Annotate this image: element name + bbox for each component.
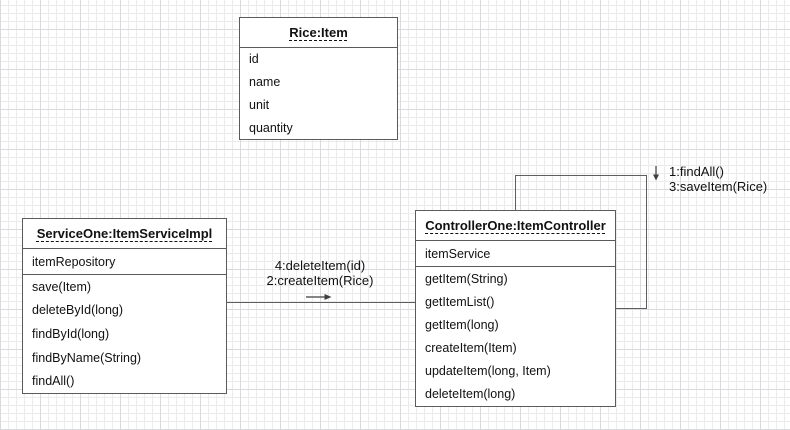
right-arrow-icon — [306, 292, 332, 302]
attribute-row[interactable]: name — [249, 75, 281, 90]
class-title-text: ServiceOne:ItemServiceImpl — [36, 226, 213, 241]
edge-label-service-to-controller[interactable]: 4:deleteItem(id) 2:createItem(Rice) — [230, 258, 410, 288]
edge-label-line: 3:saveItem(Rice) — [669, 179, 768, 194]
edge-self-loop-segment-top[interactable] — [515, 175, 647, 176]
down-arrow-icon — [651, 166, 661, 181]
attribute-row[interactable]: id — [249, 52, 259, 67]
class-title-rice-item[interactable]: Rice:Item — [240, 18, 397, 48]
class-box-service-one[interactable]: ServiceOne:ItemServiceImpl itemRepositor… — [22, 218, 227, 394]
method-row[interactable]: getItem(String) — [425, 271, 508, 286]
class-box-rice-item[interactable]: Rice:Item id name unit quantity — [239, 17, 398, 140]
attribute-compartment: itemService — [416, 241, 615, 267]
method-row[interactable]: updateItem(long, Item) — [425, 364, 551, 379]
class-title-text: ControllerOne:ItemController — [425, 218, 606, 233]
method-row[interactable]: createItem(Item) — [425, 341, 517, 356]
method-row[interactable]: deleteById(long) — [32, 303, 124, 318]
edge-self-loop-segment-right[interactable] — [646, 175, 647, 309]
edge-service-to-controller[interactable] — [227, 302, 415, 303]
class-title-controller-one[interactable]: ControllerOne:ItemController — [416, 211, 615, 241]
attribute-row[interactable]: unit — [249, 97, 270, 112]
edge-label-line: 1:findAll() — [669, 164, 724, 179]
edge-label-line: 2:createItem(Rice) — [266, 273, 374, 288]
method-row[interactable]: findByName(String) — [32, 350, 142, 365]
class-box-controller-one[interactable]: ControllerOne:ItemController itemService… — [415, 210, 616, 407]
edge-self-loop-segment-bottom[interactable] — [616, 308, 647, 309]
attribute-row[interactable]: itemService — [425, 246, 491, 261]
class-title-text: Rice:Item — [289, 25, 348, 40]
edge-label-line: 4:deleteItem(id) — [274, 258, 366, 273]
attribute-row[interactable]: quantity — [249, 120, 293, 135]
method-row[interactable]: deleteItem(long) — [425, 387, 516, 402]
class-title-service-one[interactable]: ServiceOne:ItemServiceImpl — [23, 219, 226, 249]
method-compartment: getItem(String) getItemList() getItem(lo… — [416, 267, 615, 406]
method-row[interactable]: save(Item) — [32, 279, 92, 294]
method-compartment: save(Item) deleteById(long) findById(lon… — [23, 275, 226, 393]
attribute-compartment: itemRepository — [23, 249, 226, 275]
edge-self-loop-segment-up[interactable] — [515, 175, 516, 211]
method-row[interactable]: findById(long) — [32, 326, 110, 341]
edge-label-self-loop[interactable]: 1:findAll() 3:saveItem(Rice) — [669, 164, 767, 194]
attribute-row[interactable]: itemRepository — [32, 254, 116, 269]
method-row[interactable]: getItemList() — [425, 294, 495, 309]
method-row[interactable]: getItem(long) — [425, 317, 499, 332]
method-row[interactable]: findAll() — [32, 374, 75, 389]
attribute-compartment: id name unit quantity — [240, 48, 397, 139]
